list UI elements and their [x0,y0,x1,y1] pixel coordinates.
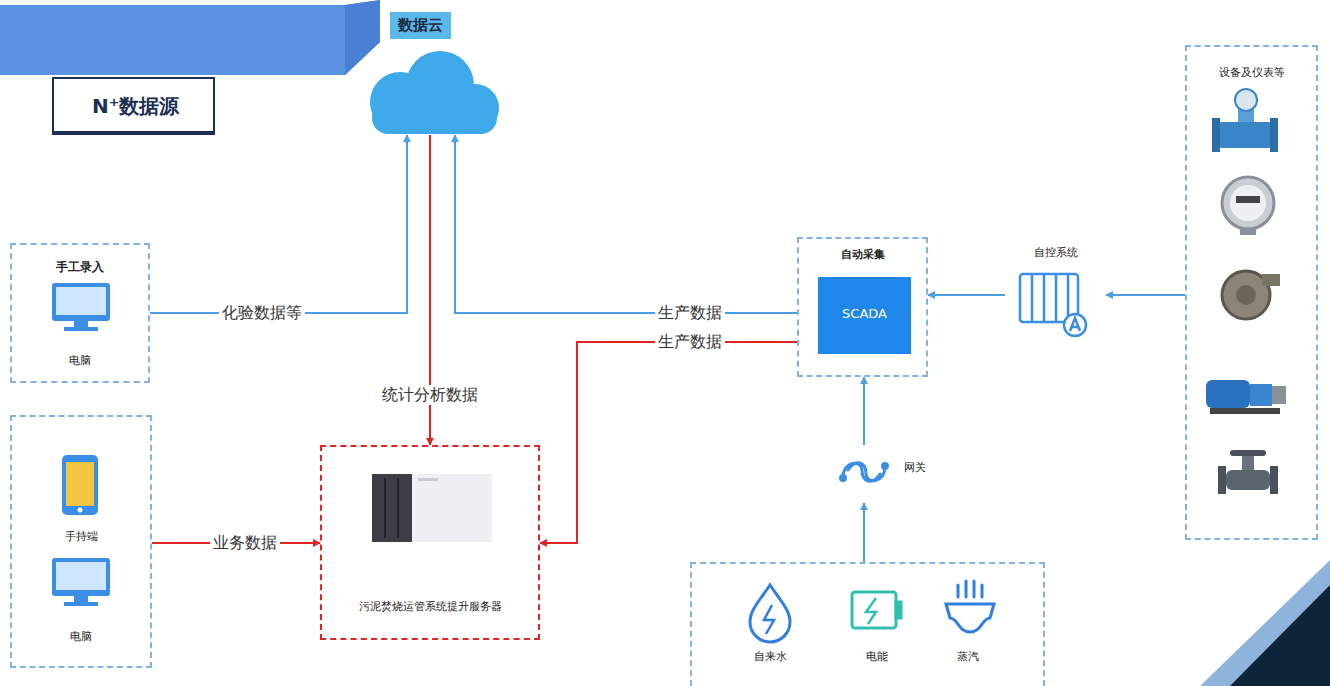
scada-box: SCADA [818,277,911,354]
node-text: 手工录入 [12,259,148,276]
connector [540,342,797,543]
flowmeter-icon [1212,89,1278,152]
node-text: 蒸汽 [957,649,979,664]
device-group: 设备及仪表等 [1185,45,1318,540]
energy-group: 自来水 电能 蒸汽 [690,562,1045,686]
monitor-icon [52,558,110,606]
node-text: 自控系统 [1005,245,1106,260]
node-text: 自来水 [754,649,787,664]
monitor-icon [52,283,110,331]
node-text: 电脑 [12,629,150,644]
collect-group: 自动采集 SCADA [797,237,928,377]
pump-icon [1206,380,1286,414]
cloud-node: 数据云 [362,10,502,135]
gateway-node: 网关 [836,445,936,503]
edge-label: 化验数据等 [219,303,305,323]
connector [928,294,1005,296]
node-text: N⁺数据源 [92,93,179,120]
node-text: 数据云 [390,12,451,39]
edge-label: 生产数据 [655,303,725,323]
steam-icon [946,581,994,632]
water-icon [750,585,790,642]
edge-label: 业务数据 [210,533,280,553]
blower-icon [1222,271,1280,319]
node-text: 电脑 [12,353,148,368]
corner-band [1230,585,1330,686]
node-text: 电能 [866,649,888,664]
banner-edge [345,0,380,75]
connector [1106,294,1185,296]
node-text: 污泥焚烧运管系统提升服务器 [322,599,538,614]
edge-label: 统计分析数据 [379,385,481,405]
connector [455,135,797,313]
cloud-icon [370,51,499,134]
phone-icon [62,455,98,515]
node-text: 网关 [904,460,926,475]
edge-label: 生产数据 [655,332,725,352]
cabinet-icon [1020,274,1086,336]
power-icon [852,592,901,628]
server-icon [372,474,492,542]
banner [0,0,380,75]
server-group: 污泥焚烧运管系统提升服务器 [320,445,540,640]
input-group: 手持端电脑 [10,415,152,668]
connector [863,503,865,562]
control-node: 自控系统 [1005,243,1106,340]
corner-band [1200,560,1330,686]
node-text: 自动采集 [799,247,926,262]
input-group: 手工录入电脑 [10,243,150,383]
source-badge: N⁺数据源 [52,77,215,135]
gateway-icon [841,463,888,481]
valve-icon [1218,450,1278,494]
connector [150,135,407,313]
node-text: SCADA [818,306,911,321]
node-text: 设备及仪表等 [1187,65,1316,80]
meter-icon [1222,177,1274,235]
connector [863,377,865,445]
node-text: 手持端 [12,529,150,544]
